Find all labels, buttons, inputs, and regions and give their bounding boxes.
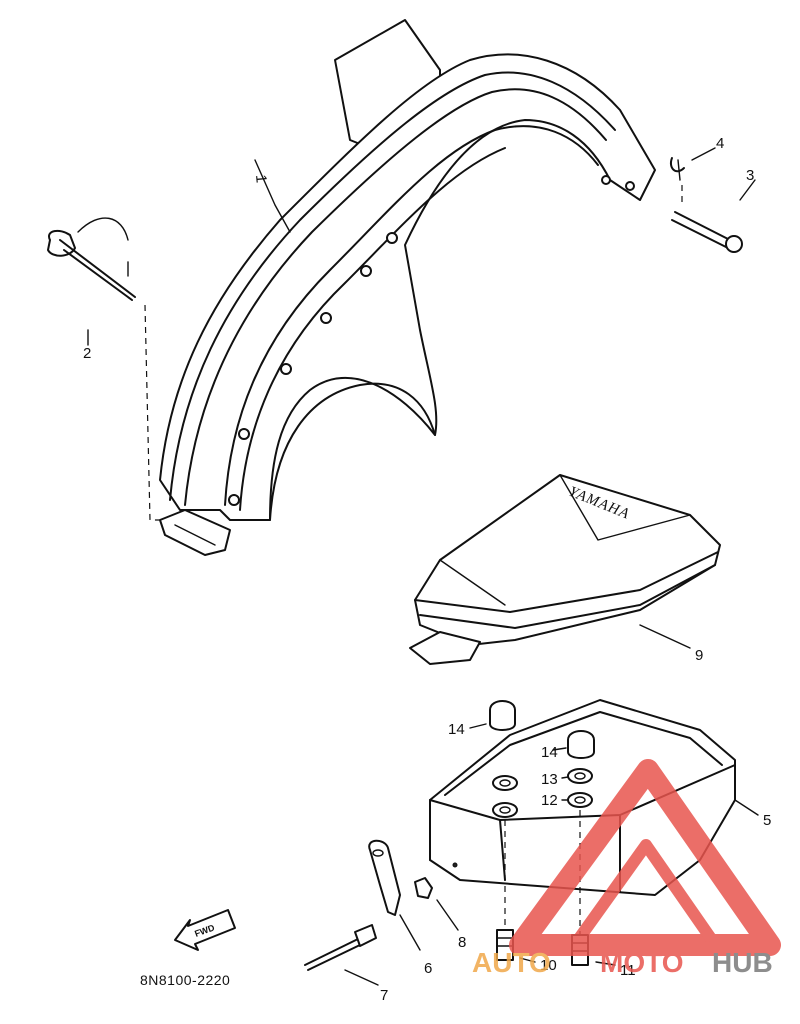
cap-nut-inner-part <box>552 730 595 759</box>
cotter-pin-part <box>670 147 716 205</box>
nut-part <box>414 877 459 931</box>
watermark-word-hub: HUB <box>712 947 773 978</box>
box-cover-part: YAMAHA <box>409 474 721 665</box>
watermark-logo: AUTO MOTO HUB <box>472 759 781 978</box>
screw-part <box>304 924 379 986</box>
cap-nut-part <box>469 700 516 731</box>
callout-6: 6 <box>424 960 432 977</box>
callout-10: 10 <box>540 957 557 974</box>
callout-13: 13 <box>541 771 558 788</box>
callout-3: 3 <box>746 167 754 184</box>
callout-14-outer: 14 <box>448 721 465 738</box>
watermark-word-auto: AUTO <box>472 947 551 978</box>
callout-2: 2 <box>83 345 91 362</box>
part-code-label: 8N8100-2220 <box>140 972 230 988</box>
watermark-word-moto: MOTO <box>600 947 683 978</box>
stay-bracket-part <box>368 839 421 951</box>
callout-7: 7 <box>380 987 388 1004</box>
bolt-part <box>671 179 756 253</box>
callout-1: 1 <box>252 174 270 184</box>
callout-4: 4 <box>716 135 724 152</box>
fender-guard-part <box>159 19 656 556</box>
clip-pin-part <box>47 217 165 521</box>
washer-parts <box>492 768 593 818</box>
callout-9: 9 <box>695 647 703 664</box>
callout-14-inner: 14 <box>541 744 558 761</box>
callout-12: 12 <box>541 792 558 809</box>
callout-5: 5 <box>763 812 771 829</box>
callout-11: 11 <box>620 962 636 979</box>
callout-8: 8 <box>458 934 466 951</box>
fwd-direction-arrow: FWD <box>174 909 236 951</box>
